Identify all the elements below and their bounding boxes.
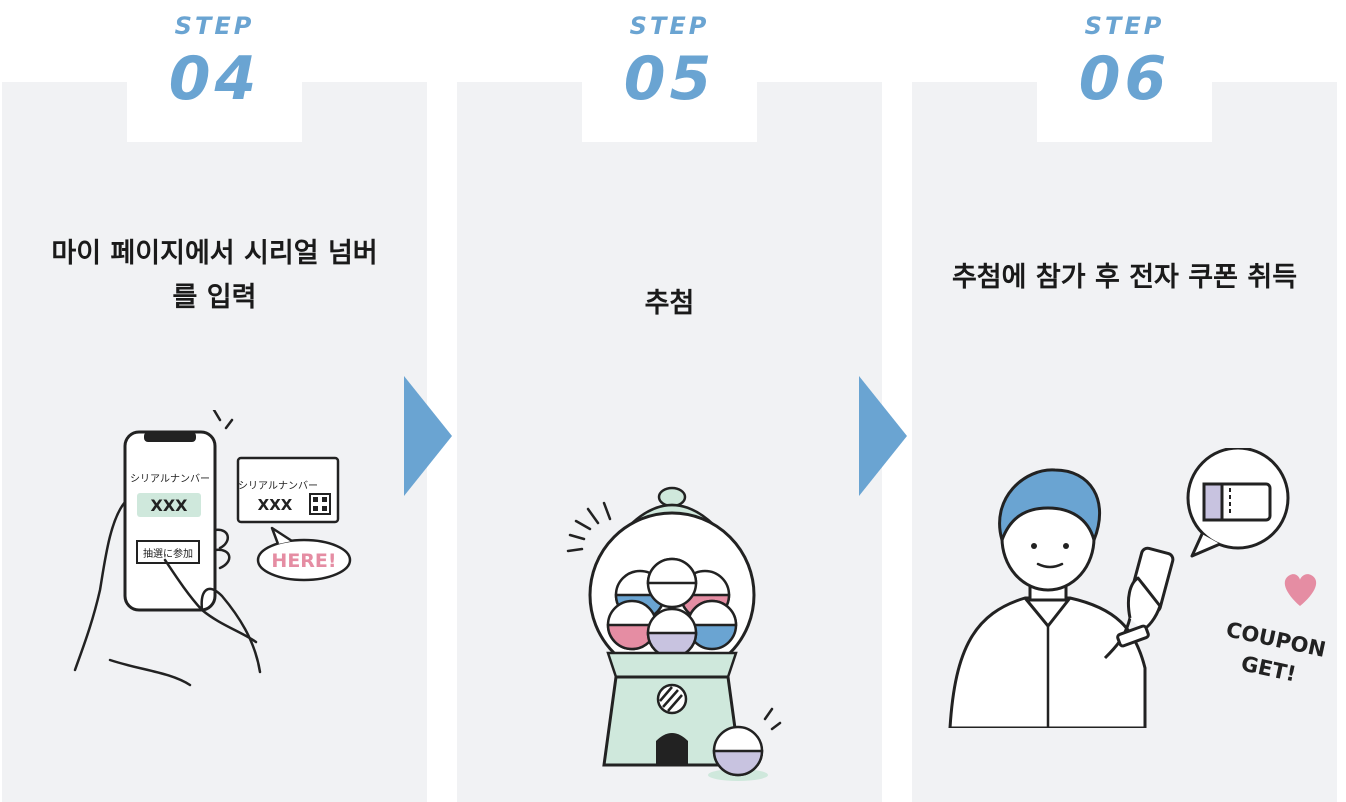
step-05-label: STEP — [629, 12, 710, 40]
join-draw-button-label: 抽選に参加 — [143, 547, 193, 560]
card-serial-label: シリアルナンバー — [238, 480, 318, 492]
step-04-tab — [127, 82, 302, 142]
step-06-tab — [1037, 82, 1212, 142]
step-05-title: 추첨 — [644, 288, 695, 319]
step-06-title: 추첨에 참가 후 전자 쿠폰 취득 — [951, 262, 1298, 293]
next-arrow-2 — [859, 376, 907, 496]
step-05-tab — [582, 82, 757, 142]
step-05-number: 05 — [623, 44, 716, 114]
card-code: XXX — [258, 496, 293, 514]
join-draw-button[interactable]: 抽選に参加 — [136, 540, 200, 564]
step-04-label: STEP — [174, 12, 255, 40]
phone-serial-label: シリアルナンバー — [130, 473, 210, 485]
gacha-machine-illustration — [566, 486, 782, 781]
heart-icon — [1284, 574, 1317, 606]
step-04-number: 04 — [168, 44, 261, 114]
step-06-label: STEP — [1084, 12, 1165, 40]
here-speech-bubble: HERE! — [256, 526, 352, 582]
coupon-text: COUPON — [1224, 617, 1328, 662]
here-text: HERE! — [271, 550, 336, 572]
person-illustration — [948, 468, 1175, 728]
get-text: GET! — [1239, 651, 1298, 686]
coupon-speech-bubble — [1186, 448, 1290, 558]
coupon-person-illustration: COUPON GET! — [948, 448, 1328, 728]
qr-code-icon — [309, 493, 331, 515]
smartphone-icon: シリアルナンバー XXX 抽選に参加 — [123, 430, 217, 612]
step-04-illustration: シリアルナンバー XXX 抽選に参加 シリアルナンバー XXX HE — [73, 410, 352, 687]
serial-card: シリアルナンバー XXX — [236, 456, 340, 524]
step-04-title-line2: 를 입력 — [172, 282, 257, 313]
next-arrow-1 — [404, 376, 452, 496]
phone-code: XXX — [150, 496, 188, 515]
step-06-number: 06 — [1078, 44, 1171, 114]
hand-illustration — [73, 500, 262, 687]
step-04-title-line1: 마이 페이지에서 시리얼 넘버 — [51, 238, 378, 269]
